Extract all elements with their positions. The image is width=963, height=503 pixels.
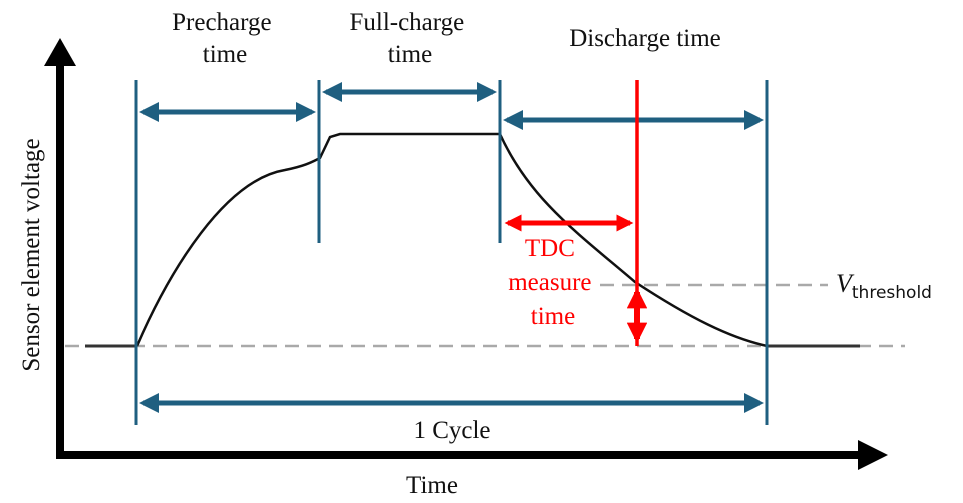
threshold-symbol: V (836, 269, 855, 298)
tdc-measure-label: TDC measure time (508, 235, 598, 330)
threshold-subscript: threshold (852, 283, 932, 303)
x-axis-label: Time (406, 472, 458, 499)
y-axis-arrowhead (44, 38, 76, 66)
threshold-label: Vthreshold (836, 269, 932, 303)
precharge-label: Precharge time (172, 9, 278, 68)
voltage-curve (135, 132, 768, 348)
x-axis-arrowhead (858, 440, 888, 470)
fullcharge-label: Full-charge time (349, 9, 470, 68)
discharge-label: Discharge time (569, 25, 721, 52)
y-axis-label: Sensor element voltage (18, 138, 45, 371)
cycle-label: 1 Cycle (413, 417, 490, 444)
